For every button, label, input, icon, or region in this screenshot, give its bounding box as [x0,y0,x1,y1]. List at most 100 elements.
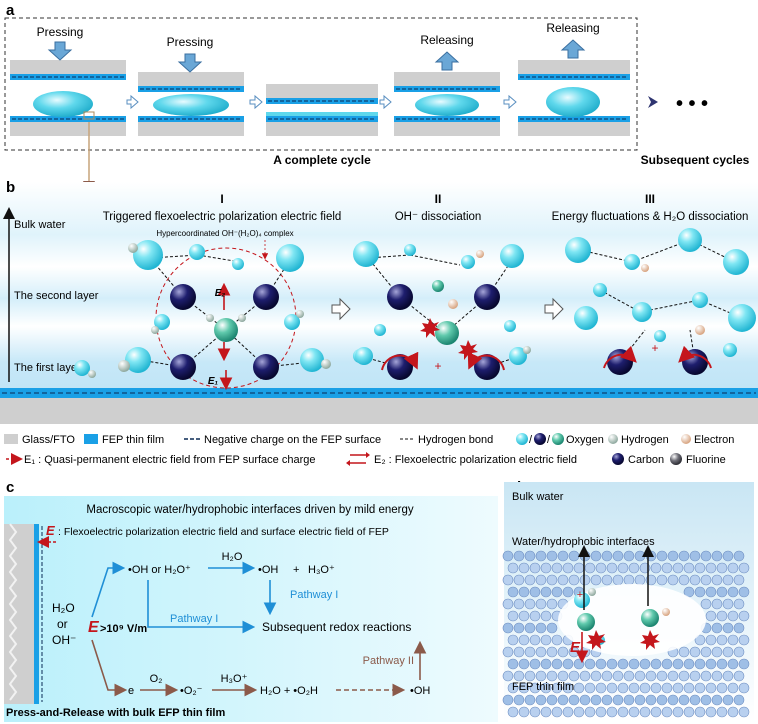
layer-label: The first layer [14,362,81,374]
lattice-atom [524,646,536,658]
lattice-atom [716,610,728,622]
lattice-atom [628,658,640,670]
lattice-atom [711,622,723,634]
lattice-atom [705,586,717,598]
lattice-atom [716,586,728,598]
superoxide: •O₂⁻ [180,685,203,697]
lattice-atom [689,694,701,706]
reagent-h3o: H₃O⁺ [221,673,248,685]
lattice-atom [535,646,547,658]
lattice-atom [529,658,541,670]
lattice-atom [535,622,547,634]
legend-hydrogen: Hydrogen [621,434,669,446]
lattice-atom [535,574,547,586]
zoom-box [83,111,95,120]
panel-a-label: a [6,2,15,19]
frame-3 [266,84,378,136]
next-arrow-icon [249,94,263,110]
lattice-atom [573,706,585,718]
lattice-atom [518,682,530,694]
positive-charge: + [651,341,658,355]
lattice-atom [700,670,712,682]
lattice-atom [716,706,728,718]
lattice-atom [540,586,552,598]
legend-fep: FEP thin film [102,434,164,446]
lattice-atom [656,670,668,682]
lattice-atom [733,646,745,658]
lattice-atom [727,706,739,718]
legend-e2: E₂ : Flexoelectric polarization electric… [374,454,577,466]
lattice-atom [683,586,695,598]
panel-c-bottom: Press-and-Release with bulk EFP thin fil… [6,707,225,719]
product-h2o-o2h: H₂O + •O₂H [260,685,318,697]
panel-c-label: c [6,479,14,496]
water-droplet [33,91,93,117]
lattice-atom [551,562,563,574]
lattice-atom [518,706,530,718]
legend-slash: / [529,434,533,446]
legend-fluorine: Fluorine [686,454,726,466]
lattice-atom [573,562,585,574]
oxygen-carbon-icon [534,433,546,445]
lattice-atom [722,598,734,610]
lattice-atom [546,598,558,610]
lattice-atom [568,550,580,562]
lattice-atom [540,610,552,622]
lattice-atom [502,550,514,562]
lattice-atom [689,574,701,586]
reagent-h2o: H₂O [222,551,243,563]
lattice-atom [518,562,530,574]
e2-label: E₂ [215,288,226,299]
lattice-atom [546,694,558,706]
lattice-atom [694,682,706,694]
lattice-atom [568,694,580,706]
lattice-atom [535,550,547,562]
lattice-atom [540,562,552,574]
legend-electron: Electron [694,434,734,446]
subsequent-arrow-icon [648,96,658,108]
lattice-atom [738,634,750,646]
lattice-atom [584,562,596,574]
lattice-atom [689,550,701,562]
lattice-atom [502,646,514,658]
lattice-atom [524,574,536,586]
lattice-atom [518,586,530,598]
lattice-atom [518,658,530,670]
lattice-atom [579,670,591,682]
lattice-atom [700,550,712,562]
lattice-atom [733,574,745,586]
lattice-atom [617,658,629,670]
lattice-atom [683,682,695,694]
lattice-atom [507,562,519,574]
lattice-atom [595,706,607,718]
legend-glass: Glass/FTO [22,434,75,446]
lattice-atom [507,586,519,598]
lattice-atom [502,694,514,706]
lattice-atom [606,682,618,694]
final-oh: •OH [410,685,430,697]
film-label: FEP thin film [512,681,574,693]
frame-1 [10,60,126,136]
stage-number: III [645,192,655,206]
cycle-caption: A complete cycle [273,153,371,167]
lattice-atom [738,706,750,718]
lattice-atom [518,634,530,646]
subsequent-caption: Subsequent cycles [641,153,750,167]
lattice-atom [705,562,717,574]
stage-number: II [435,192,442,206]
electron-icon [681,434,691,444]
fluorine-icon [670,453,682,465]
lattice-atom [689,646,701,658]
cycle-box [4,17,638,151]
lattice-atom [722,550,734,562]
lattice-atom [617,562,629,574]
lattice-atom [507,634,519,646]
lattice-atom [661,682,673,694]
lattice-atom [546,550,558,562]
lattice-atom [529,610,541,622]
lattice-atom [540,658,552,670]
reactant-oh: OH⁻ [52,633,76,647]
lattice-atom [507,706,519,718]
pathway-label: Pathway I [290,589,338,601]
